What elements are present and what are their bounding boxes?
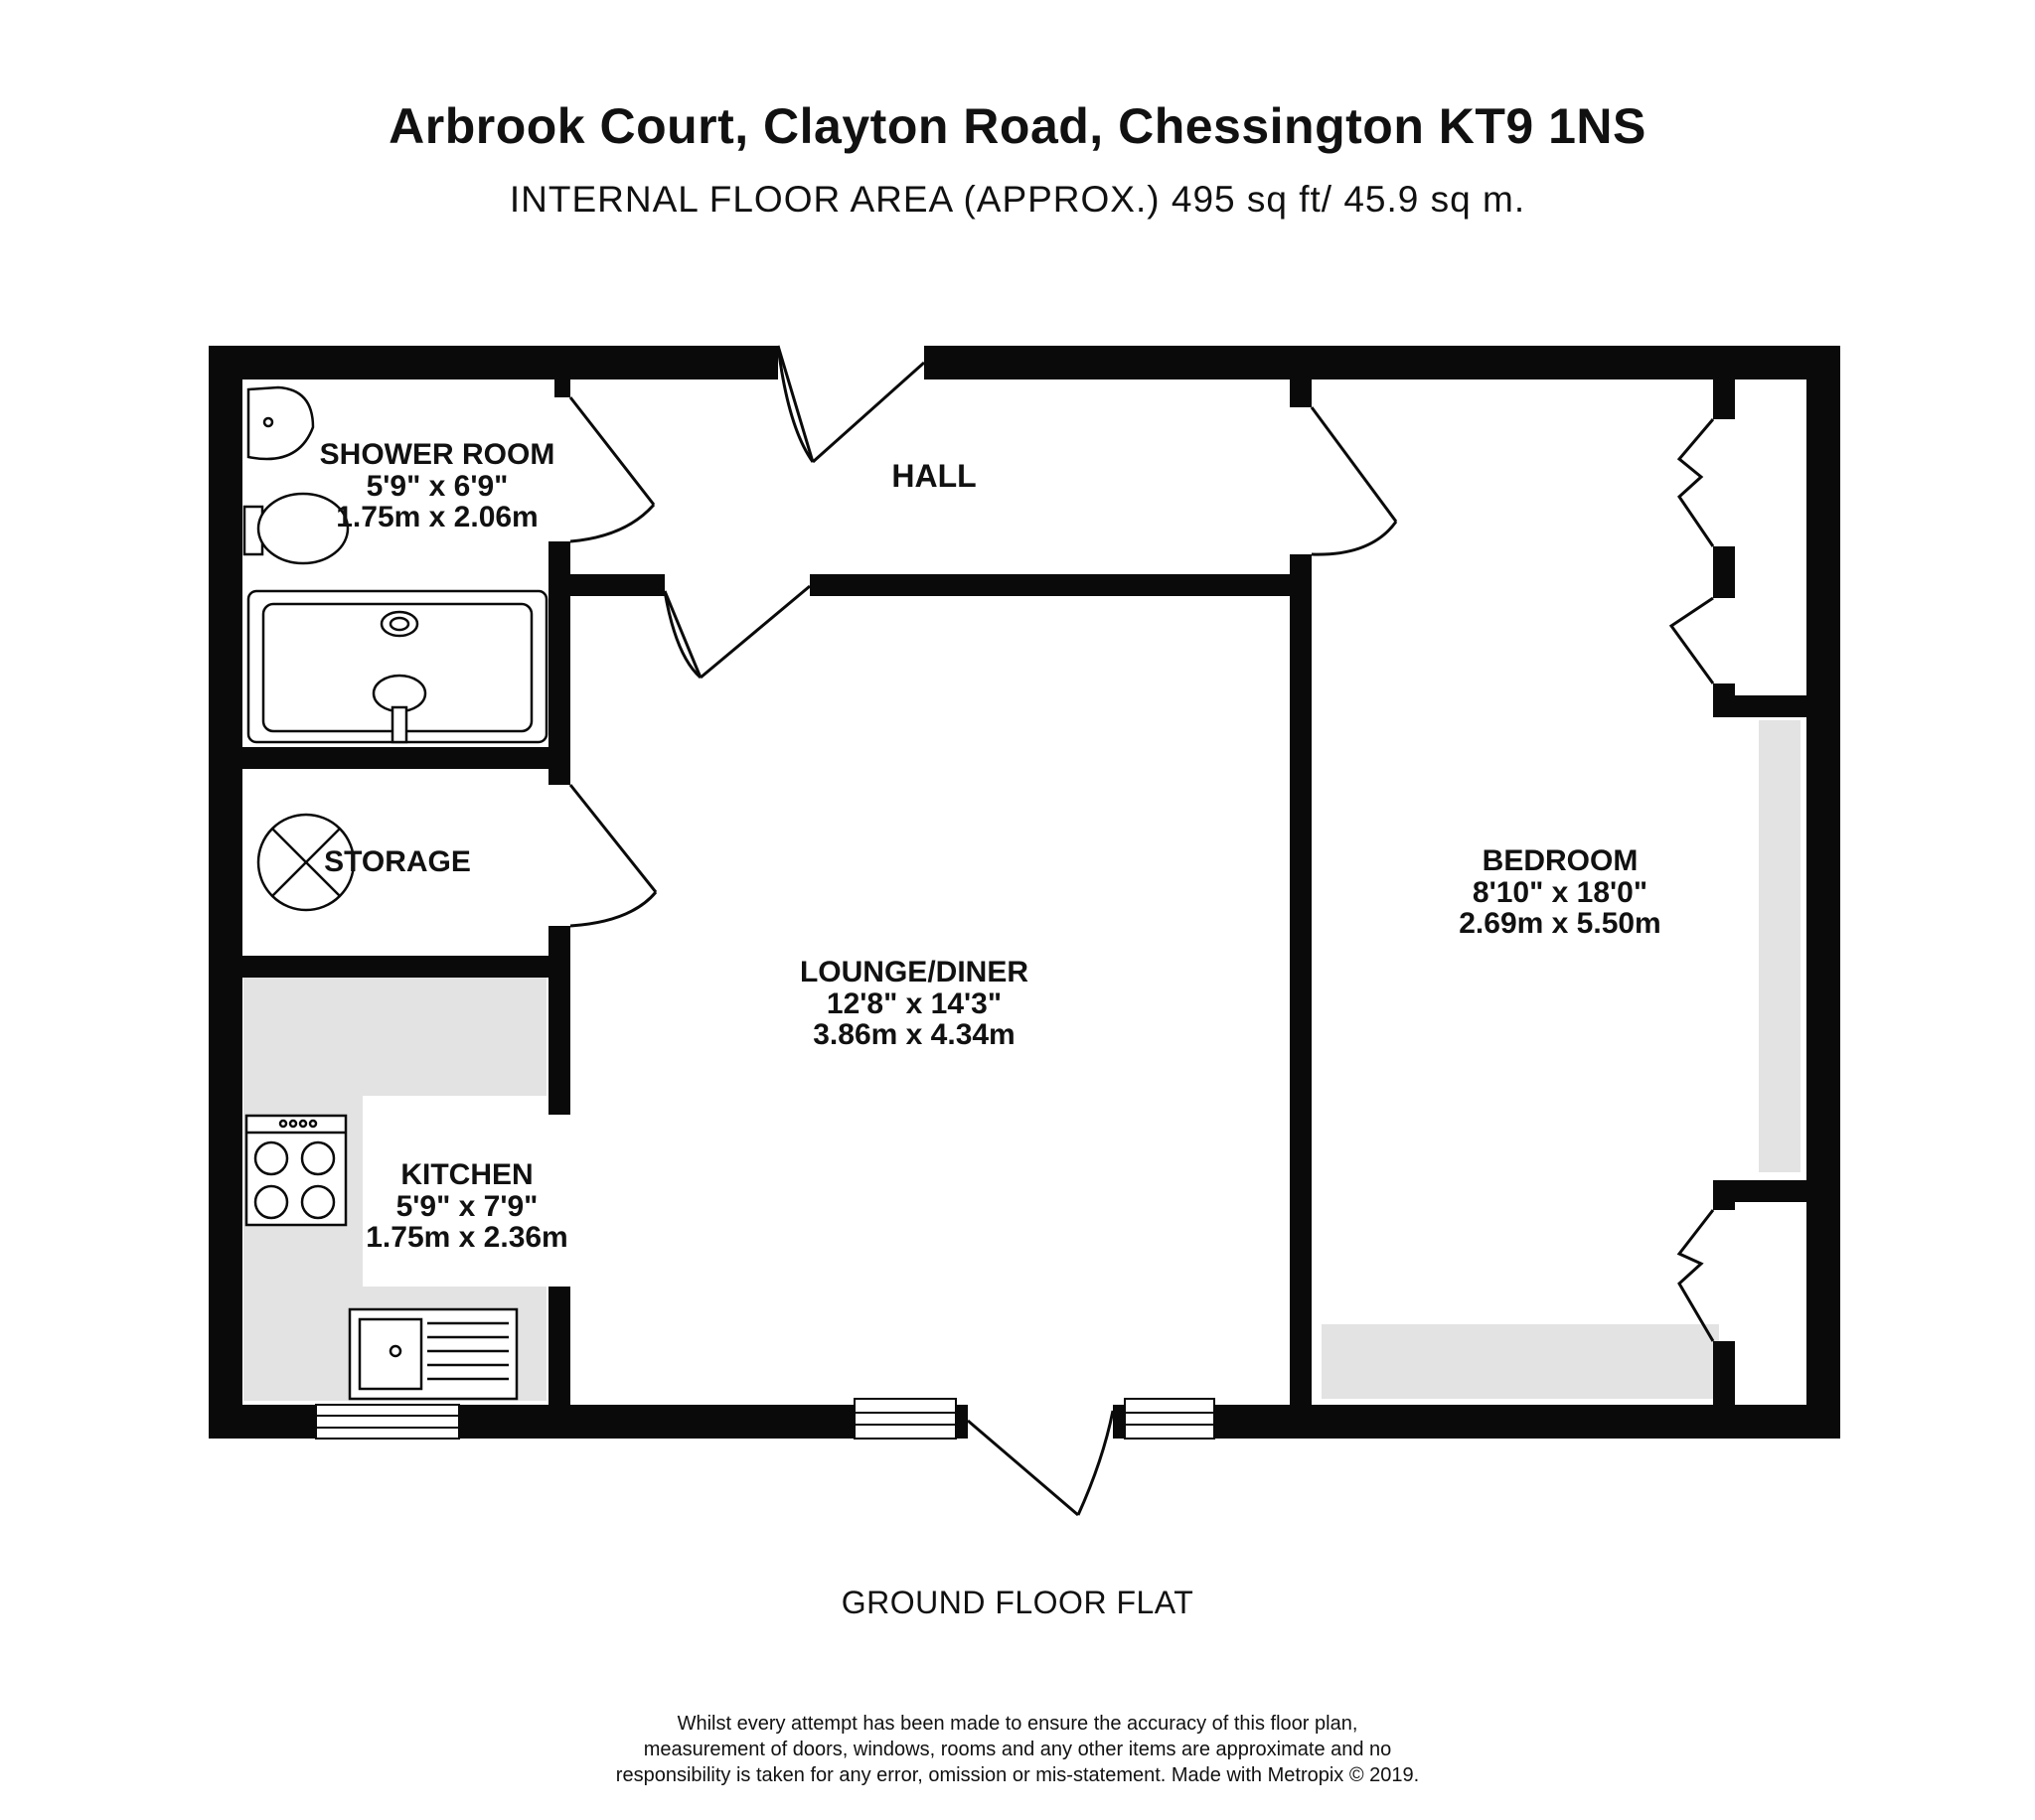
disclaimer-line: responsibility is taken for any error, o… bbox=[615, 1764, 1420, 1786]
room-name: KITCHEN bbox=[400, 1158, 534, 1191]
wardrobe-shading-right bbox=[1759, 720, 1800, 1172]
window-lounge-left bbox=[854, 1398, 957, 1440]
room-label-kitchen: KITCHEN 5'9" x 7'9" 1.75m x 2.36m bbox=[328, 1159, 606, 1254]
room-dimensions-imperial: 12'8" x 14'3" bbox=[826, 986, 1003, 1020]
door-patio bbox=[967, 1410, 1115, 1517]
wall-column-2 bbox=[548, 541, 570, 785]
wall-bedroom-partition bbox=[1290, 554, 1312, 1429]
wall-top-right bbox=[924, 346, 1840, 379]
washbasin-icon bbox=[246, 385, 315, 461]
wall-wardrobe-5 bbox=[1713, 1341, 1735, 1421]
room-dimensions-imperial: 5'9" x 6'9" bbox=[366, 469, 509, 503]
room-dimensions-imperial: 5'9" x 7'9" bbox=[395, 1189, 539, 1223]
wall-hall-left bbox=[570, 574, 665, 596]
hob-icon bbox=[244, 1114, 348, 1227]
wall-bottom-a bbox=[209, 1405, 316, 1439]
floor-area-subtitle: INTERNAL FLOOR AREA (APPROX.) 495 sq ft/… bbox=[509, 179, 1526, 220]
wardrobe-doors-top bbox=[1668, 418, 1715, 684]
wall-wardrobe-ledge-2 bbox=[1713, 1180, 1806, 1202]
room-name: LOUNGE/DINER bbox=[799, 956, 1028, 988]
wall-left bbox=[209, 346, 242, 1439]
wall-wardrobe-2 bbox=[1713, 546, 1735, 598]
toilet-icon bbox=[242, 492, 350, 565]
bedroom-shelf-shading bbox=[1322, 1324, 1719, 1399]
walls bbox=[209, 346, 1840, 1439]
window-lounge-right bbox=[1124, 1398, 1215, 1440]
shower-tray-icon bbox=[246, 589, 548, 744]
room-name: STORAGE bbox=[324, 845, 471, 878]
room-name: HALL bbox=[891, 458, 977, 494]
room-label-bedroom: BEDROOM 8'10" x 18'0" 2.69m x 5.50m bbox=[1401, 845, 1719, 940]
wall-bottom-d bbox=[1113, 1405, 1125, 1439]
wall-right bbox=[1806, 346, 1840, 1439]
room-dimensions-metric: 1.75m x 2.06m bbox=[336, 501, 539, 533]
door-storage bbox=[568, 784, 658, 928]
kitchen-worktop bbox=[243, 974, 547, 1401]
wall-column-3 bbox=[548, 926, 570, 1115]
wall-wardrobe-4 bbox=[1713, 1180, 1735, 1210]
windows bbox=[315, 1398, 1215, 1440]
wall-bottom-b bbox=[459, 1405, 855, 1439]
room-dimensions-metric: 2.69m x 5.50m bbox=[1459, 907, 1661, 940]
wall-column-4 bbox=[548, 1287, 570, 1416]
door-entrance bbox=[776, 345, 925, 464]
room-dimensions-metric: 1.75m x 2.36m bbox=[366, 1221, 568, 1254]
wall-storage-bottom bbox=[242, 956, 560, 978]
wall-bedroom-stub bbox=[1290, 379, 1312, 407]
wall-bottom-c bbox=[956, 1405, 968, 1439]
wardrobe-doors-bottom bbox=[1676, 1209, 1715, 1342]
worktop-areas bbox=[243, 720, 1800, 1401]
wall-bottom-e bbox=[1214, 1405, 1840, 1439]
boiler-icon bbox=[256, 813, 356, 912]
wall-wardrobe-1 bbox=[1713, 379, 1735, 419]
door-hall-lounge bbox=[663, 584, 811, 680]
disclaimer-line: Whilst every attempt has been made to en… bbox=[677, 1713, 1358, 1735]
door-shower bbox=[568, 396, 656, 543]
wall-hall-right bbox=[810, 574, 1312, 596]
door-bedroom bbox=[1310, 406, 1398, 556]
disclaimer-line: measurement of doors, windows, rooms and… bbox=[643, 1739, 1392, 1760]
wall-column-1 bbox=[554, 379, 570, 397]
window-kitchen bbox=[315, 1404, 460, 1440]
room-label-hall: HALL bbox=[855, 458, 1014, 494]
doors bbox=[568, 345, 1715, 1517]
sink-icon bbox=[348, 1307, 519, 1401]
room-label-storage: STORAGE bbox=[298, 846, 497, 878]
wall-top-left bbox=[209, 346, 778, 379]
room-name: BEDROOM bbox=[1482, 844, 1639, 877]
room-name: SHOWER ROOM bbox=[319, 438, 555, 471]
floor-label: GROUND FLOOR FLAT bbox=[841, 1585, 1194, 1620]
room-dimensions-imperial: 8'10" x 18'0" bbox=[1472, 875, 1648, 909]
room-label-lounge-diner: LOUNGE/DINER 12'8" x 14'3" 3.86m x 4.34m bbox=[755, 957, 1073, 1051]
plan-title: Arbrook Court, Clayton Road, Chessington… bbox=[389, 98, 1646, 154]
room-dimensions-metric: 3.86m x 4.34m bbox=[813, 1018, 1016, 1051]
disclaimer: Whilst every attempt has been made to en… bbox=[0, 1711, 2035, 1788]
wall-shower-bottom bbox=[242, 747, 560, 769]
fixtures bbox=[242, 385, 548, 1401]
room-label-shower-room: SHOWER ROOM 5'9" x 6'9" 1.75m x 2.06m bbox=[288, 439, 586, 533]
wall-wardrobe-ledge bbox=[1713, 695, 1806, 717]
